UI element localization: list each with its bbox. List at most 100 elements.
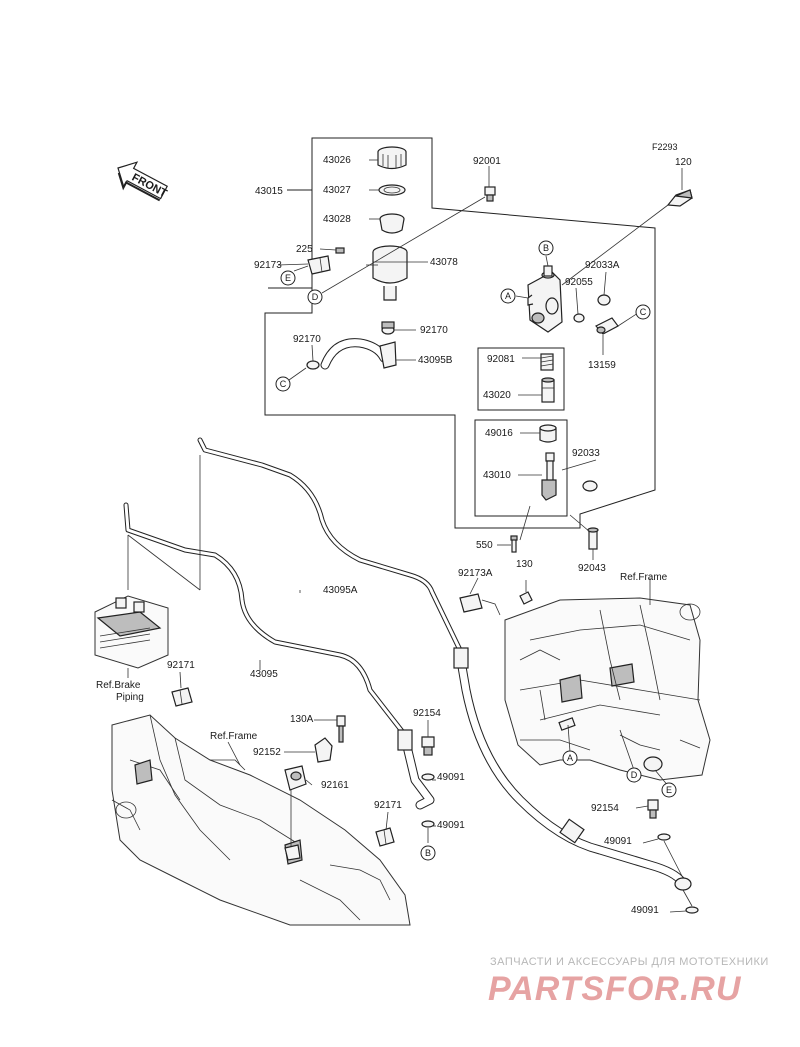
label-92081: 92081 — [487, 354, 515, 365]
label-43095: 43095 — [250, 669, 278, 680]
leader-49091-c — [663, 840, 684, 879]
label-49091-b: 49091 — [437, 820, 465, 831]
label-43095a: 43095A — [323, 585, 358, 596]
svg-text:D: D — [631, 770, 638, 780]
label-92033: 92033 — [572, 448, 600, 459]
label-13159: 13159 — [588, 360, 616, 371]
abs-unit — [94, 595, 169, 678]
frame-left — [111, 714, 411, 926]
label-225: 225 — [296, 244, 313, 255]
washer-49091-b — [421, 820, 435, 828]
label-49091-a: 49091 — [437, 772, 465, 783]
label-130a: 130A — [290, 714, 314, 725]
label-43078: 43078 — [430, 257, 458, 268]
label-92171-a: 92171 — [167, 660, 195, 671]
svg-text:C: C — [280, 379, 287, 389]
leader-a-frame — [567, 724, 571, 753]
svg-text:D: D — [312, 292, 319, 302]
label-120: 120 — [675, 157, 692, 168]
svg-text:B: B — [425, 848, 431, 858]
label-92043: 92043 — [578, 563, 606, 574]
label-92161: 92161 — [321, 780, 349, 791]
label-92152: 92152 — [253, 747, 281, 758]
leader-lines — [277, 159, 683, 560]
washer-49091-a — [421, 773, 435, 781]
fitting-13159 — [595, 317, 619, 335]
marker-e-left: E — [280, 270, 296, 286]
label-92055: 92055 — [565, 277, 593, 288]
svg-text:A: A — [567, 753, 573, 763]
label-92173a: 92173A — [458, 568, 493, 579]
svg-text:B: B — [543, 243, 549, 253]
label-43028: 43028 — [323, 214, 351, 225]
label-43020: 43020 — [483, 390, 511, 401]
label-43027: 43027 — [323, 185, 351, 196]
watermark-tagline: ЗАПЧАСТИ И АКСЕССУАРЫ ДЛЯ МОТОТЕХНИКИ — [490, 956, 769, 968]
label-92170-b: 92170 — [293, 334, 321, 345]
leader-abs-2 — [127, 534, 201, 591]
piston-43020 — [541, 377, 555, 403]
part-labels: 43026 43027 43028 43015 225 92173 43078 … — [167, 155, 692, 916]
leader-d-frame — [619, 729, 635, 771]
brake-hose-main — [453, 647, 692, 891]
label-92154-a: 92154 — [413, 708, 441, 719]
cover-49016 — [539, 424, 557, 443]
master-cylinder — [527, 265, 563, 333]
leader-49091-d — [682, 889, 693, 907]
figure-code: F2293 — [652, 142, 678, 152]
label-92170-a: 92170 — [420, 325, 448, 336]
label-43010: 43010 — [483, 470, 511, 481]
label-550: 550 — [476, 540, 493, 551]
grommet-92161 — [284, 765, 307, 791]
grommet-lower — [284, 844, 301, 861]
reservoir-diaphragm — [379, 213, 405, 234]
clamp-92171-left — [171, 687, 193, 707]
ref-frame-left: Ref.Frame — [210, 731, 258, 742]
front-arrow-icon: FRONT — [117, 161, 169, 202]
clamp-92171-bottom — [375, 827, 395, 847]
label-49091-c: 49091 — [604, 836, 632, 847]
svg-text:C: C — [640, 307, 647, 317]
label-92173: 92173 — [254, 260, 282, 271]
ref-brake-piping-2: Piping — [116, 692, 144, 703]
brake-pipes — [123, 437, 463, 738]
label-stubs — [179, 671, 687, 913]
ref-brake-piping-1: Ref.Brake — [96, 680, 141, 691]
label-49016: 49016 — [485, 428, 513, 439]
label-43015: 43015 — [255, 186, 283, 197]
pin-550 — [510, 535, 518, 553]
marker-a-frame: A — [562, 750, 578, 766]
banjo-bolt-92154-right — [647, 799, 659, 819]
leader-ref-frame-left — [227, 741, 241, 766]
frame-right — [504, 578, 711, 781]
marker-a-mc: A — [500, 288, 516, 304]
marker-b-top: B — [538, 240, 554, 256]
svg-text:E: E — [666, 785, 672, 795]
label-92171-b: 92171 — [374, 800, 402, 811]
box-92081-43020 — [477, 347, 565, 411]
reservoir-hose — [306, 338, 397, 370]
push-rod-43010 — [541, 452, 557, 501]
reservoir-cap — [377, 146, 407, 170]
spring-92081 — [540, 353, 554, 371]
marker-d-frame: D — [626, 767, 642, 783]
clamp-upper — [381, 321, 395, 335]
label-130: 130 — [516, 559, 533, 570]
group-outline — [264, 137, 656, 529]
reservoir-tank — [366, 245, 408, 301]
brake-hose-lower — [397, 729, 435, 810]
svg-text:A: A — [505, 291, 511, 301]
label-43026: 43026 — [323, 155, 351, 166]
marker-d-left: D — [307, 289, 323, 305]
leader-92173a — [469, 577, 479, 595]
reservoir-bracket — [307, 247, 345, 275]
washer-49091-d — [685, 906, 699, 914]
banjo-bolt-92154-left — [421, 736, 435, 756]
reservoir-plate — [378, 184, 406, 196]
bolt-130 — [519, 580, 533, 605]
marker-e-frame: E — [661, 782, 677, 798]
label-92001: 92001 — [473, 156, 501, 167]
marker-c-right: C — [635, 304, 651, 320]
label-49091-d: 49091 — [631, 905, 659, 916]
bolt-120 — [666, 189, 693, 207]
